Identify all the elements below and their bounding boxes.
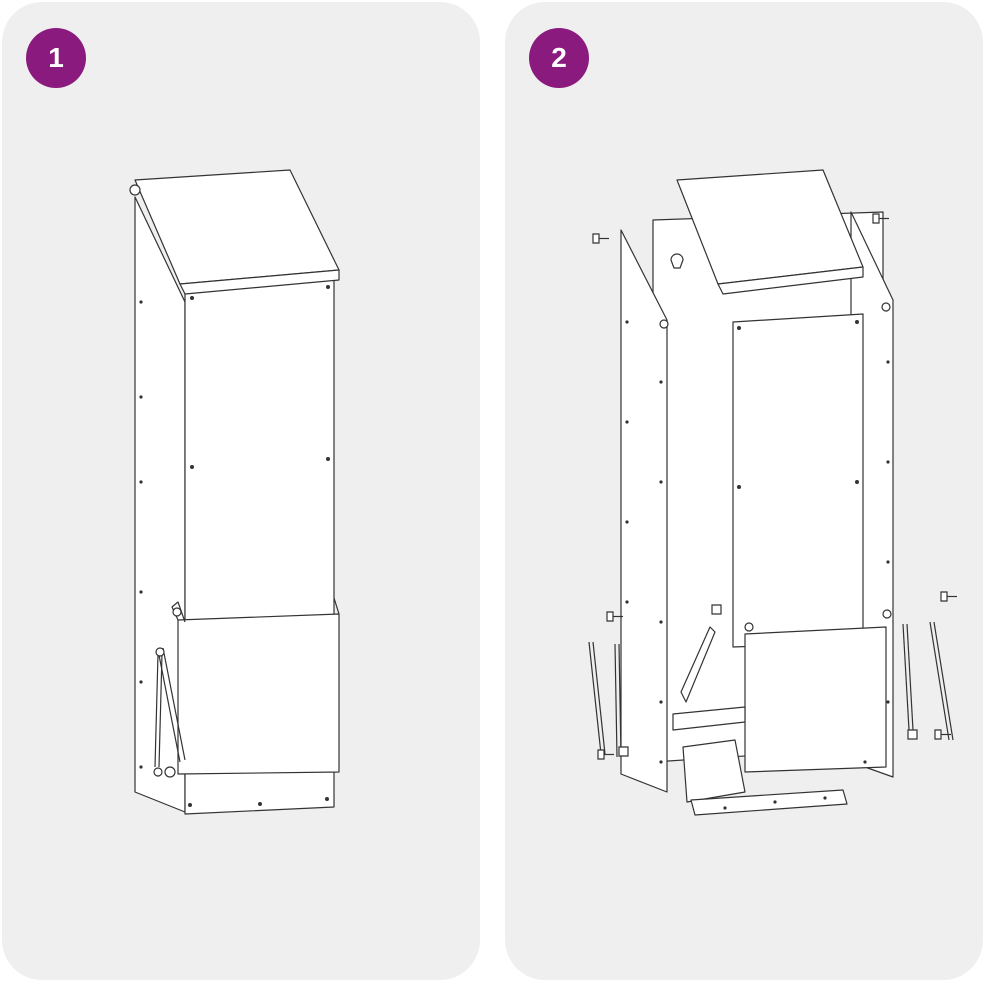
- linkage-arm: [903, 624, 909, 730]
- trough-flap: [178, 614, 339, 774]
- step-1-panel: 1: [2, 2, 480, 980]
- pivot-bolt: [156, 648, 164, 656]
- linkage-arm: [907, 624, 913, 730]
- inner-support: [683, 740, 745, 802]
- trough-flap: [745, 627, 886, 772]
- trough-hinge-bolt: [173, 608, 181, 616]
- nut-icon: [908, 730, 917, 739]
- step-2-panel: 2: [505, 2, 983, 980]
- bolt-icon: [873, 214, 889, 223]
- bolt-icon: [607, 612, 623, 621]
- keyhole-slot: [671, 254, 683, 268]
- hinge-bolt: [745, 623, 753, 631]
- linkage-arm: [155, 654, 158, 767]
- bolt-icon: [935, 730, 951, 739]
- hinge-bolt: [883, 610, 891, 618]
- roof-hinge-bolt: [130, 185, 140, 195]
- assembled-feeder-drawing: [2, 2, 480, 980]
- step-1-badge: 1: [26, 28, 86, 88]
- pivot-bolt: [165, 767, 175, 777]
- front-panel: [733, 314, 863, 647]
- bolt-icon: [593, 234, 609, 243]
- bolt-icon: [598, 750, 614, 759]
- linkage-arm: [619, 644, 621, 757]
- step-2-badge: 2: [529, 28, 589, 88]
- roof-front-lip: [718, 267, 863, 294]
- linkage-arm: [615, 644, 617, 757]
- bolt-icon: [941, 592, 957, 601]
- bottom-tray: [673, 707, 745, 730]
- linkage-arm: [159, 654, 162, 767]
- linkage-arm: [593, 642, 605, 754]
- linkage-arm: [163, 648, 185, 760]
- hinge-bolt: [660, 320, 668, 328]
- base-rail: [691, 790, 847, 815]
- exploded-feeder-drawing: [505, 2, 983, 980]
- linkage-arm: [934, 622, 953, 740]
- roof-front-lip: [180, 270, 339, 294]
- pivot-bolt: [154, 768, 162, 776]
- linkage-arm: [930, 622, 949, 740]
- left-side-panel: [621, 230, 667, 792]
- hinge-bolt: [882, 303, 890, 311]
- nut-icon: [712, 605, 721, 614]
- linkage-arm: [589, 642, 601, 754]
- support-plate: [681, 627, 715, 702]
- trough-right-lip: [334, 598, 339, 614]
- nut-icon: [619, 747, 628, 756]
